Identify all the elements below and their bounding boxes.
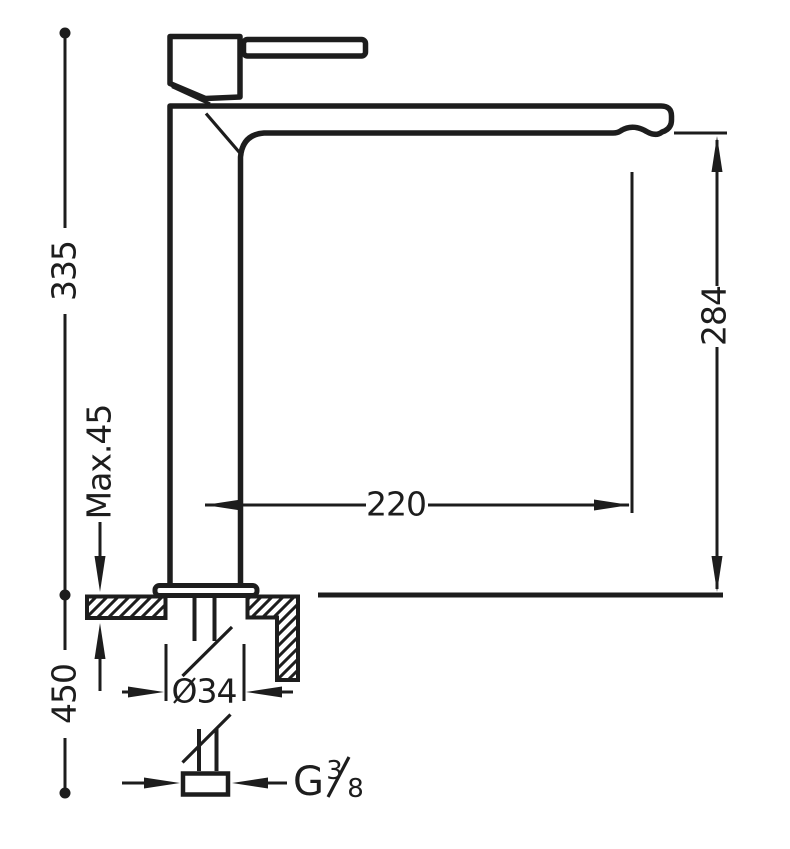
hole-arrow-right: [246, 686, 282, 698]
supply-pipe-lower: [197, 729, 219, 771]
spout-reach-label: 220: [366, 485, 426, 524]
fraction-slash: [326, 756, 351, 798]
dimension-hole-diameter: Ø34: [122, 644, 293, 711]
supply-length-label: 450: [45, 664, 84, 724]
dimension-max-thickness: Max.45: [80, 405, 119, 691]
dimension-dot-bottom: [59, 787, 71, 799]
handle-gap-line: [171, 85, 211, 106]
handle-lever: [240, 36, 369, 59]
thread-prefix-label: G: [293, 759, 323, 805]
thread-nut: [180, 771, 231, 797]
dimension-overall-height: 335 450: [45, 27, 84, 799]
pipe-break-slash-2: [181, 713, 232, 764]
faucet-body-spout: [167, 103, 675, 588]
spout-height-label: 284: [695, 286, 734, 346]
dimension-spout-reach: 220: [205, 172, 634, 524]
thread-arrow-left: [144, 777, 180, 789]
spout-reach-arrow-right: [594, 499, 630, 511]
handle-body: [167, 33, 243, 102]
base-flange: [152, 583, 260, 598]
max-thickness-label: Max.45: [80, 405, 119, 520]
countertop-left-section: [85, 594, 168, 620]
countertop: [85, 592, 723, 682]
thread-arrow-right: [232, 777, 268, 789]
overall-height-label: 335: [45, 241, 84, 301]
max-thickness-arrow-up: [94, 623, 106, 659]
countertop-right-section: [245, 594, 300, 682]
max-thickness-arrow-down: [94, 556, 106, 592]
thread-denominator-label: 8: [347, 774, 363, 804]
dimension-thread-size: G 3 8: [122, 756, 364, 805]
pipe-break-slash-1: [181, 625, 234, 678]
supply-pipe-upper: [192, 598, 217, 641]
hole-arrow-left: [128, 686, 164, 698]
dimension-spout-height: 284: [674, 131, 734, 592]
faucet-outline: [152, 33, 675, 797]
dimension-dot-counter: [59, 589, 71, 601]
spout-junction-line: [204, 112, 244, 158]
spout-height-arrow-down: [711, 556, 723, 592]
thread-numerator-label: 3: [326, 756, 342, 786]
dimension-dot-top: [59, 27, 71, 39]
hole-diameter-label: Ø34: [172, 672, 237, 711]
